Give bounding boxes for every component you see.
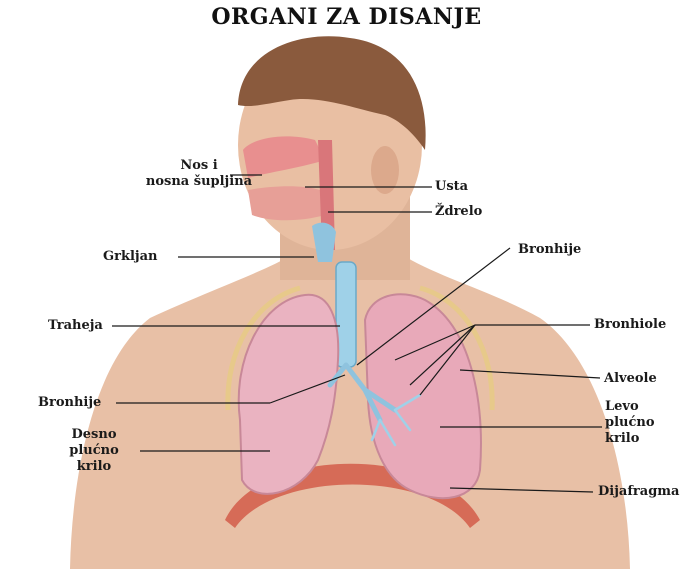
label-right-lung: Desno plućno krilo (54, 427, 134, 475)
oral-cavity (248, 186, 325, 220)
label-bronchi-lower: Bronhije (38, 395, 101, 411)
label-diaphragm: Dijafragma (598, 484, 679, 500)
label-trachea: Traheja (48, 318, 103, 334)
label-nose: Nos i nosna šupljina (140, 158, 258, 190)
label-bronchi-upper: Bronhije (518, 242, 581, 258)
diagram-title: ORGANI ZA DISANJE (0, 4, 693, 30)
label-pharynx: Ždrelo (435, 204, 482, 220)
label-larynx: Grkljan (103, 249, 157, 265)
label-mouth: Usta (435, 179, 468, 195)
label-bronchioles: Bronhiole (594, 317, 666, 333)
label-alveoli: Alveole (604, 371, 657, 387)
label-left-lung: Levo plućno krilo (605, 399, 655, 447)
